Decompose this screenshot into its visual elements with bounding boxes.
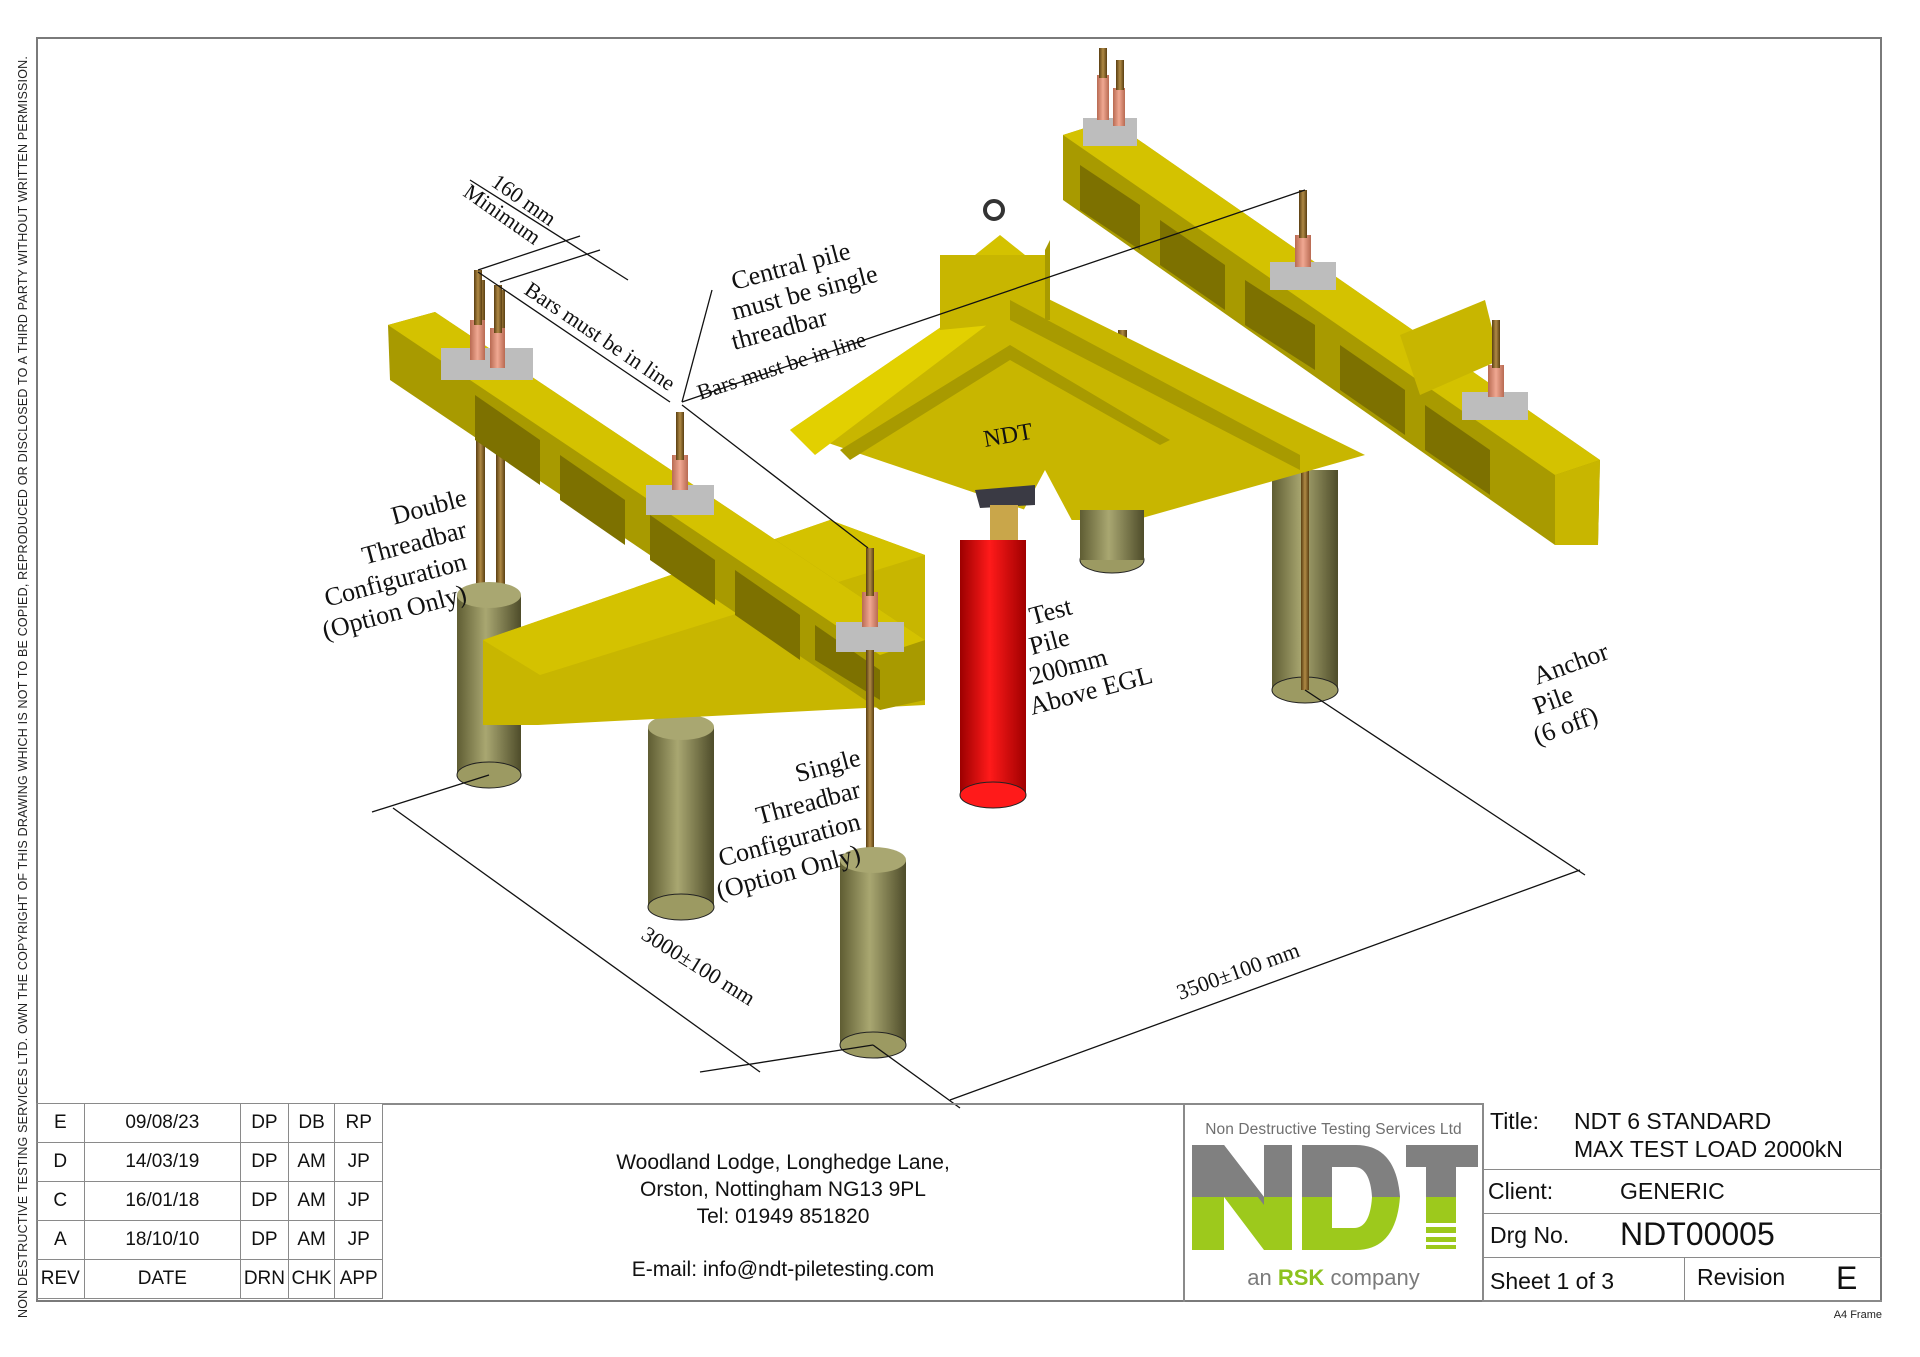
anchor-pile — [1080, 510, 1144, 560]
anchor-pile — [839, 847, 907, 1059]
chk-cell: DB — [287, 1103, 336, 1143]
sheet-row: Sheet 1 of 3 Revision E — [1484, 1258, 1882, 1302]
drawing-number-row: Drg No. NDT00005 — [1484, 1214, 1882, 1258]
chk-cell: AM — [287, 1142, 336, 1182]
rev-cell: E — [36, 1103, 85, 1143]
address-line: Orston, Nottingham NG13 9PL — [640, 1178, 926, 1201]
chk-header: CHK — [287, 1259, 336, 1299]
dimension-lines — [371, 179, 1586, 1109]
date-cell: 09/08/23 — [83, 1103, 242, 1143]
drawing-title: NDT 6 STANDARD — [1574, 1108, 1772, 1134]
revision-label: Revision — [1697, 1264, 1786, 1290]
chk-cell: AM — [287, 1220, 336, 1260]
bars-in-line-label: Bars must be in line — [520, 276, 680, 395]
drn-cell: DP — [240, 1142, 289, 1182]
title-block: Title: NDT 6 STANDARD MAX TEST LOAD 2000… — [1482, 1103, 1882, 1302]
date-cell: 16/01/18 — [83, 1181, 242, 1221]
table-row: E 09/08/23 DP DB RP — [36, 1103, 383, 1143]
rev-cell: C — [36, 1181, 85, 1221]
drn-cell: DP — [240, 1103, 289, 1143]
app-cell: JP — [334, 1142, 383, 1182]
table-header-row: REV DATE DRN CHK APP — [36, 1259, 383, 1299]
table-row: D 14/03/19 DP AM JP — [36, 1142, 383, 1182]
rev-header: REV — [36, 1259, 85, 1299]
app-cell: RP — [334, 1103, 383, 1143]
app-cell: JP — [334, 1181, 383, 1221]
email: E-mail: info@ndt-piletesting.com — [631, 1258, 935, 1281]
test-pile — [959, 505, 1027, 809]
logo-company-name: Non Destructive Testing Services Ltd — [1205, 1121, 1462, 1138]
table-row: C 16/01/18 DP AM JP — [36, 1181, 383, 1221]
date-cell: 14/03/19 — [83, 1142, 242, 1182]
client-name: GENERIC — [1620, 1178, 1725, 1204]
drn-header: DRN — [240, 1259, 289, 1299]
central-spreader-frame: NDT — [790, 199, 1365, 545]
app-header: APP — [334, 1259, 383, 1299]
drawing-frame — [36, 37, 1882, 1302]
logo-tagline: an RSK company — [1247, 1265, 1420, 1290]
drawing-subtitle: MAX TEST LOAD 2000kN — [1574, 1136, 1843, 1162]
chk-cell: AM — [287, 1181, 336, 1221]
address-line: Woodland Lodge, Longhedge Lane, — [616, 1151, 950, 1174]
anchor-pile — [647, 714, 715, 921]
revision-table: E 09/08/23 DP DB RP D 14/03/19 DP AM JP … — [36, 1103, 383, 1299]
client-row: Client: GENERIC — [1484, 1170, 1882, 1214]
client-label: Client: — [1488, 1178, 1554, 1204]
date-cell: 18/10/10 — [83, 1220, 242, 1260]
title-label: Title: — [1490, 1108, 1539, 1134]
ndt-logo-mark-icon — [1192, 1145, 1478, 1250]
frame-size-label: A4 Frame — [1833, 1309, 1882, 1321]
company-address: Woodland Lodge, Longhedge Lane, Orston, … — [383, 1103, 1183, 1302]
revision-value: E — [1836, 1260, 1858, 1296]
drawing-number: NDT00005 — [1620, 1216, 1775, 1252]
app-cell: JP — [334, 1220, 383, 1260]
drn-cell: DP — [240, 1220, 289, 1260]
table-row: A 18/10/10 DP AM JP — [36, 1220, 383, 1260]
anchor-pile-note: Anchor — [1529, 637, 1613, 691]
drawing-number-label: Drg No. — [1490, 1222, 1570, 1248]
title-row: Title: NDT 6 STANDARD MAX TEST LOAD 2000… — [1484, 1103, 1882, 1170]
rev-cell: A — [36, 1220, 85, 1260]
telephone: Tel: 01949 851820 — [696, 1205, 870, 1228]
sheet-number: Sheet 1 of 3 — [1490, 1268, 1615, 1294]
company-logo: Non Destructive Testing Services Ltd an … — [1183, 1103, 1482, 1302]
date-header: DATE — [83, 1259, 242, 1299]
rev-cell: D — [36, 1142, 85, 1182]
drn-cell: DP — [240, 1181, 289, 1221]
test-pile-note: Test — [1026, 591, 1076, 630]
